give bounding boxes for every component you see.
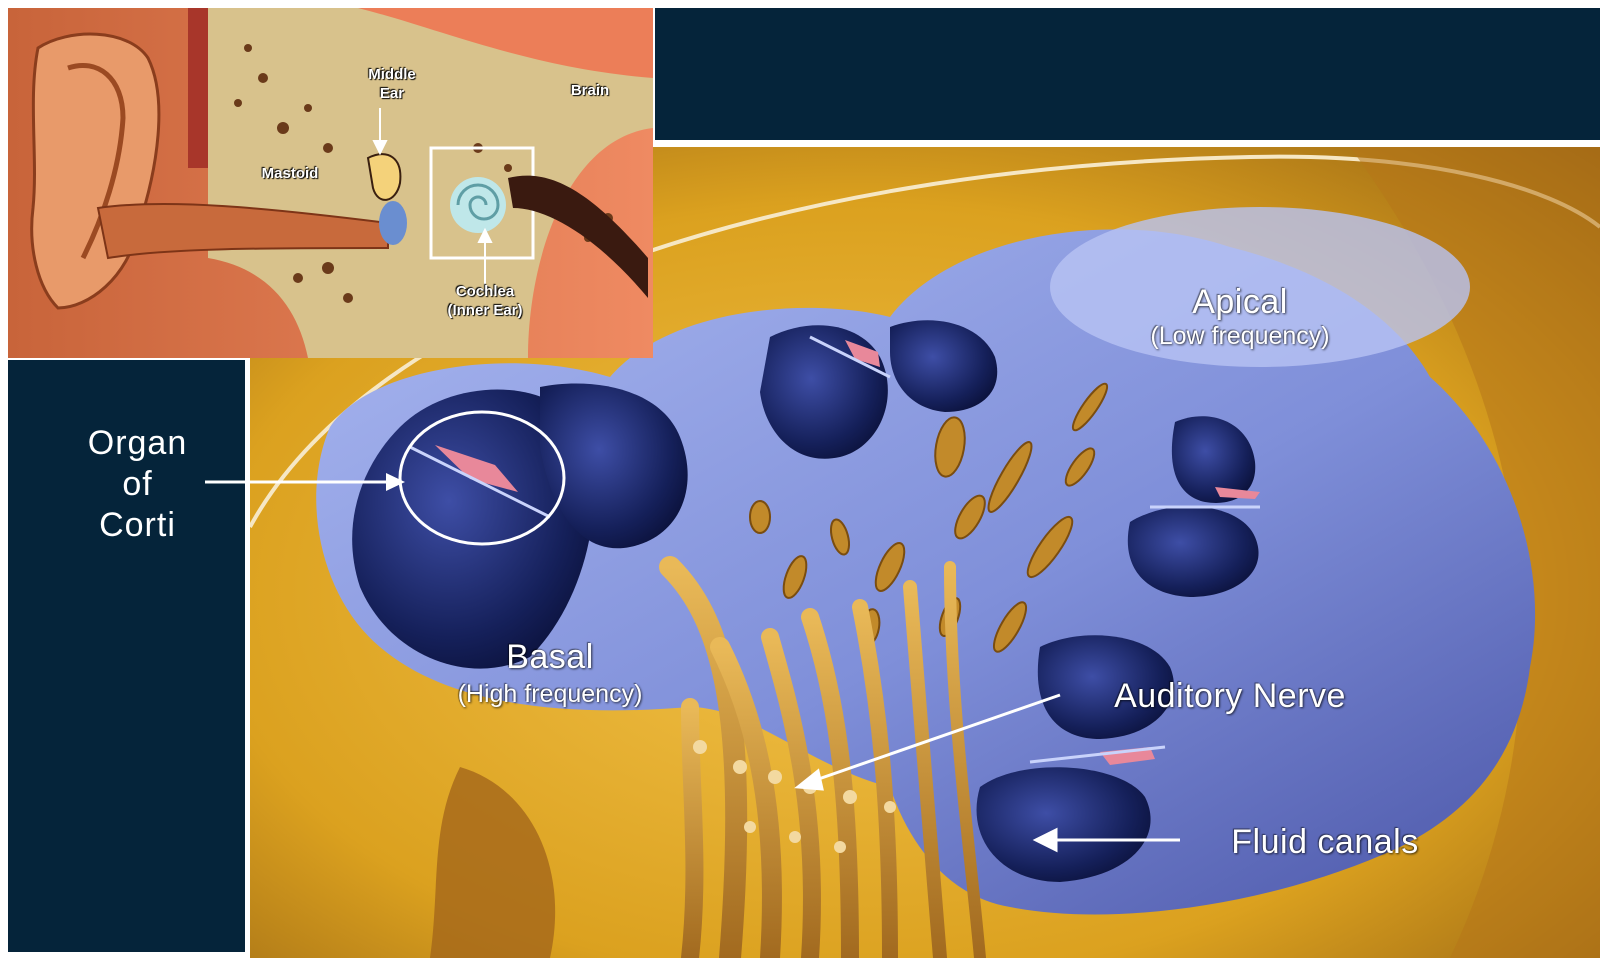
middle-ear-label-line1: Middle [362, 66, 422, 85]
basal-label: Basal [480, 637, 620, 677]
organ-of-corti-line1: Organ [40, 423, 235, 464]
middle-ear-label-line2: Ear [362, 85, 422, 104]
auditory-nerve-label: Auditory Nerve [1080, 676, 1380, 716]
ear-anatomy-inset [8, 8, 653, 358]
mastoid-label: Mastoid [250, 165, 330, 184]
basal-subtitle: (High frequency) [410, 680, 690, 709]
organ-of-corti-line2: of [40, 464, 235, 505]
brain-label: Brain [560, 82, 620, 101]
ear-anatomy-illustration [8, 8, 653, 358]
cochlea-label-line2: (Inner Ear) [430, 302, 540, 321]
organ-of-corti-label: Organ of Corti [40, 423, 235, 545]
cochlea-inner-ear-label: Cochlea (Inner Ear) [430, 283, 540, 321]
apical-subtitle: (Low frequency) [1100, 322, 1380, 351]
fluid-canals-label: Fluid canals [1200, 822, 1450, 862]
organ-of-corti-line3: Corti [40, 505, 235, 546]
cochlea-label-line1: Cochlea [430, 283, 540, 302]
middle-ear-label: Middle Ear [362, 66, 422, 104]
apical-label: Apical [1160, 282, 1320, 322]
navy-top-banner [655, 8, 1600, 140]
